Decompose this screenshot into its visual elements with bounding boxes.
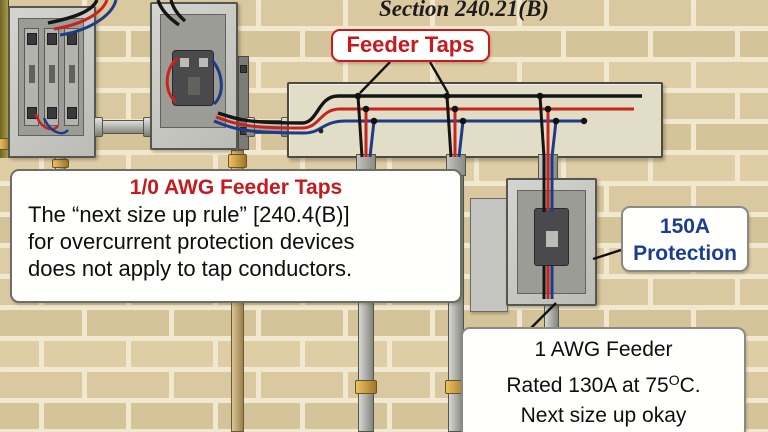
- brick: [0, 341, 39, 367]
- brick: [565, 31, 648, 57]
- callout-title: 1/0 AWG Feeder Taps: [129, 176, 343, 199]
- contactor-terminal: [180, 58, 189, 67]
- brick: [739, 31, 768, 57]
- feeder-taps-label-text: Feeder Taps: [346, 32, 475, 57]
- callout-line: does not apply to tap conductors.: [28, 256, 353, 281]
- brick: [87, 372, 169, 398]
- note-line2: Rated 130A at 75OC.: [463, 365, 744, 401]
- breaker-lug: [67, 33, 77, 45]
- contactor: [172, 50, 214, 106]
- feeder-note: 1 AWG Feeder Rated 130A at 75OC. Next si…: [461, 327, 746, 432]
- brick: [696, 124, 768, 150]
- brick: [261, 310, 343, 336]
- brick: [304, 403, 387, 429]
- breaker-face-plate: [546, 231, 558, 247]
- breaker-column: [24, 28, 39, 126]
- brick: [130, 403, 213, 429]
- note-line3: Next size up okay: [520, 404, 687, 427]
- brick: [0, 403, 39, 429]
- panel1-stub-coupling: [52, 159, 69, 168]
- brick: [696, 0, 768, 26]
- note-line2-pre: Rated 130A at 75: [506, 374, 669, 397]
- callout-body: The “next size up rule” [240.4(B)] for o…: [28, 201, 460, 282]
- brick: [652, 93, 735, 119]
- brick: [609, 0, 691, 26]
- breaker-handle: [49, 65, 55, 83]
- protection-line1: 150A: [659, 215, 711, 238]
- breaker-lug: [47, 107, 57, 119]
- brick: [652, 31, 735, 57]
- contactor-label-plate: [188, 77, 200, 95]
- breaker-column: [44, 28, 59, 126]
- brick: [652, 279, 735, 305]
- breaker-lug: [47, 33, 57, 45]
- callout-line: for overcurrent protection devices: [28, 229, 355, 254]
- note-line1: 1 AWG Feeder: [534, 338, 673, 361]
- brick: [435, 0, 517, 26]
- panel2-conduit-coupling: [228, 154, 247, 168]
- breaker-lug: [27, 107, 37, 119]
- brick: [261, 372, 343, 398]
- breaker-lug: [27, 33, 37, 45]
- feeder-taps-label: Feeder Taps: [331, 29, 490, 62]
- protection-line2: Protection: [633, 242, 737, 265]
- brick: [0, 310, 82, 336]
- breaker-lug: [67, 107, 77, 119]
- conduit-flange: [94, 117, 103, 137]
- brick: [304, 341, 387, 367]
- brick: [478, 31, 561, 57]
- brick: [0, 372, 82, 398]
- breaker-handle: [69, 65, 75, 83]
- breaker-handle: [29, 65, 35, 83]
- brick: [217, 403, 300, 429]
- brick: [522, 0, 604, 26]
- channel-knockout: [240, 65, 247, 73]
- breaker-column: [64, 28, 79, 126]
- note-line2-post: C.: [679, 374, 701, 397]
- tap-rule-callout: 1/0 AWG Feeder Taps The “next size up ru…: [10, 169, 462, 303]
- brick: [565, 155, 648, 181]
- protection-label: 150A Protection: [621, 206, 749, 272]
- tap1-conduit-coupling: [355, 380, 377, 394]
- brick: [217, 341, 300, 367]
- wireway: [287, 82, 663, 158]
- brick: [43, 341, 126, 367]
- brick: [348, 0, 430, 26]
- contactor-terminal: [199, 58, 208, 67]
- note-line2-sup: O: [668, 372, 680, 388]
- section-reference: Section 240.21(B): [379, 0, 549, 21]
- brick: [739, 93, 768, 119]
- brick: [696, 62, 768, 88]
- brick: [87, 310, 169, 336]
- brick: [43, 403, 126, 429]
- brick: [739, 279, 768, 305]
- disconnect-door: [470, 198, 508, 312]
- conduit-flange: [246, 117, 255, 137]
- brick: [652, 155, 735, 181]
- brick: [130, 341, 213, 367]
- callout-line: The “next size up rule” [240.4(B)]: [28, 202, 350, 227]
- disconnect-breaker: [534, 208, 569, 266]
- brick: [739, 155, 768, 181]
- brick: [261, 0, 343, 26]
